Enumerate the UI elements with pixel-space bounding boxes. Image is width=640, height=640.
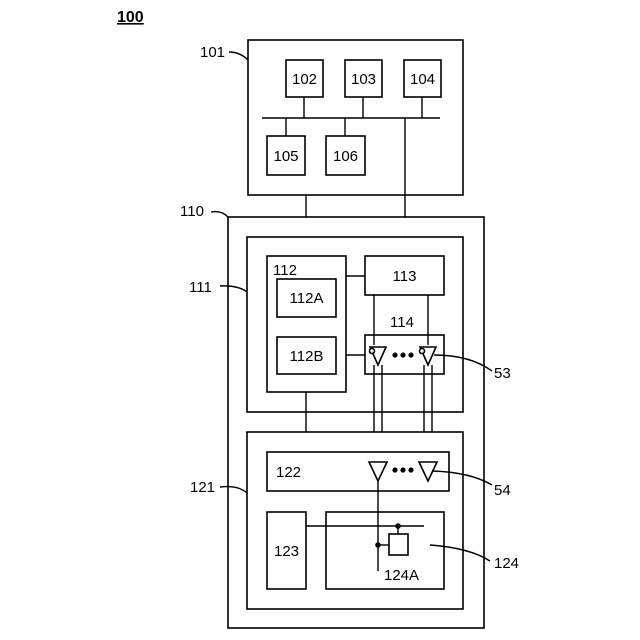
ellipsis-dot-114-1 — [392, 352, 397, 357]
ellipsis-dot-122-2 — [400, 467, 405, 472]
label-104: 104 — [410, 71, 435, 88]
label-112a: 112A — [290, 290, 324, 307]
label-111: 111 — [189, 279, 212, 296]
ellipsis-dot-122-3 — [408, 467, 413, 472]
label-122: 122 — [276, 464, 301, 481]
label-102: 102 — [292, 71, 317, 88]
node-114-left — [370, 349, 375, 354]
leader-101 — [229, 52, 248, 60]
label-114: 114 — [390, 314, 414, 331]
label-103: 103 — [351, 71, 376, 88]
block-124a — [389, 534, 408, 555]
label-106: 106 — [333, 148, 358, 165]
label-112: 112 — [273, 262, 297, 279]
ellipsis-dot-114-3 — [408, 352, 413, 357]
label-121: 121 — [190, 479, 215, 496]
ellipsis-dot-122-1 — [392, 467, 397, 472]
label-124a: 124A — [384, 567, 419, 584]
figure-label: 100 — [117, 9, 144, 26]
label-105: 105 — [273, 148, 298, 165]
junction-dot-left — [375, 542, 381, 548]
callout-53: 53 — [494, 365, 511, 382]
label-124: 124 — [494, 555, 519, 572]
ellipsis-dot-114-2 — [400, 352, 405, 357]
label-112b: 112B — [290, 348, 324, 365]
junction-dot-top — [395, 523, 401, 529]
label-123: 123 — [274, 543, 299, 560]
label-110: 110 — [180, 203, 204, 220]
node-114-right — [420, 349, 425, 354]
leader-110 — [211, 212, 228, 217]
label-101: 101 — [200, 44, 225, 61]
callout-54: 54 — [494, 482, 511, 499]
label-113: 113 — [393, 268, 417, 285]
